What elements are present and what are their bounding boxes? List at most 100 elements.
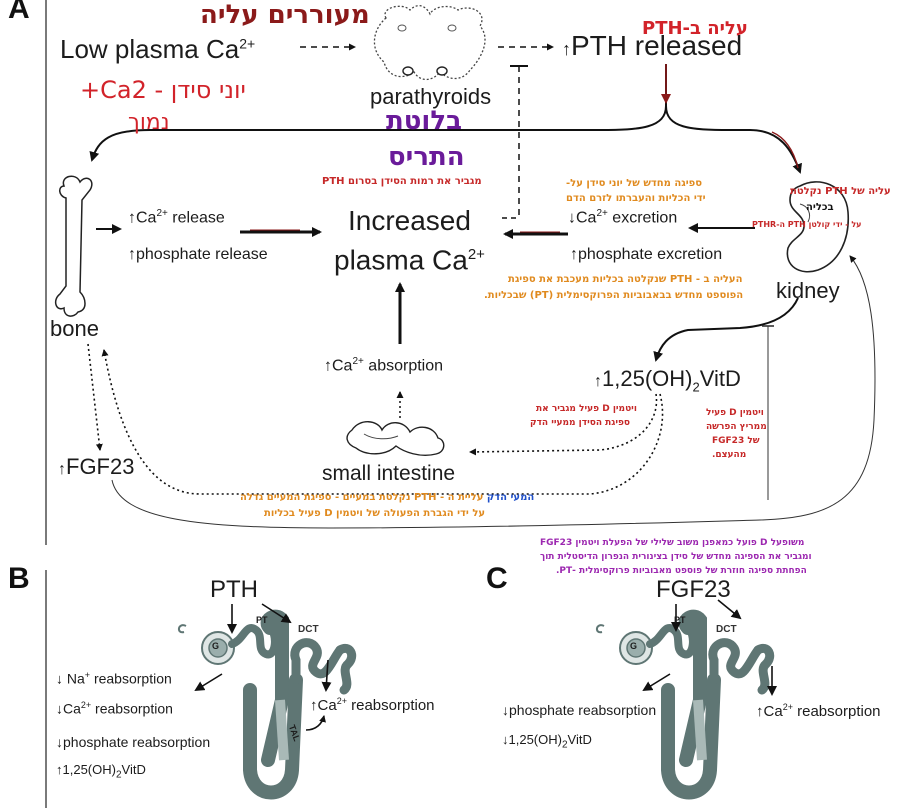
small-intestine-label: small intestine — [322, 462, 456, 485]
panel-b-letter: B — [8, 562, 30, 595]
c-vitd-sub: 2 — [561, 739, 568, 751]
increased-text: Increased — [347, 205, 471, 236]
ca-release-sup: 2+ — [156, 208, 168, 219]
c-ca-right-tail: reabsorption — [792, 703, 881, 720]
up-arrow-icon: ↑ — [56, 762, 63, 777]
up-arrow-icon: ↑ — [324, 357, 332, 375]
heb-thyroid: התריס — [388, 142, 465, 172]
b-ca-right-sup: 2+ — [336, 696, 347, 706]
heb-gland: בלוטת — [386, 106, 462, 136]
down-arrow-icon: ↓ — [56, 734, 63, 750]
c-vitd-tail: VitD — [567, 732, 592, 747]
panel-c-letter: C — [486, 562, 508, 595]
c-ca-reabsorption-right: ↑Ca2+ reabsorption — [756, 702, 881, 720]
ca-excretion-text: Ca — [576, 209, 597, 227]
fgf-arrow-dct — [717, 599, 742, 620]
heb-intestine-note-1: המעי הדק עליית ה - PTH נקלטת במעיים - ספ… — [240, 492, 534, 503]
vitd-text: 1,25(OH) — [602, 366, 693, 391]
heb-pth-kidney-2: בכליה — [806, 202, 834, 213]
branch-red-highlight — [771, 131, 799, 169]
heb-pth-raises-serum: PTH מגביר את רמות הסידן בסרום — [322, 176, 482, 187]
ca-release-label: ↑Ca2+ release — [128, 208, 225, 227]
vitd-tail: VitD — [699, 366, 741, 391]
down-arrow-icon: ↓ — [502, 702, 509, 718]
panel-c-g-label: G — [630, 641, 638, 651]
b-arrow-na — [194, 673, 223, 692]
b-ca-reabsorption-right: ↑Ca2+ reabsorption — [310, 696, 435, 714]
heb-vitd-fgf-3: של FGF23 — [712, 436, 760, 446]
heb-pth-kidney-1: עליה של PTH נקלטת — [790, 186, 891, 197]
bone-icon — [54, 175, 93, 317]
c-ca-right-text: Ca — [763, 703, 783, 720]
ca-absorption-text: Ca — [332, 357, 353, 375]
vitd-sub: 2 — [692, 379, 700, 395]
b-arrow-ca — [321, 659, 332, 692]
vitd-label: ↑1,25(OH)2VitD — [594, 366, 741, 394]
heb-intestine-note-2: על ידי הגברת הפעולה של ויטמין D פעיל בכל… — [264, 508, 486, 519]
b-vitd-sub: 2 — [115, 769, 122, 781]
b-ca-reabsorption: ↓Ca2+ reabsorption — [56, 700, 173, 717]
c-arrow-phosphate — [642, 673, 671, 692]
low-plasma-sup: 2+ — [239, 35, 256, 52]
parathyroid-gland-icon — [373, 4, 486, 81]
c-vitd-text: 1,25(OH) — [508, 732, 562, 747]
dotted-arrow-bone-to-fgf23 — [87, 343, 103, 451]
heb-ionized-ca-low: יוני סידן - Ca2+ — [80, 76, 246, 104]
b-phosphate-reabsorption: ↓phosphate reabsorption — [56, 734, 210, 750]
small-intestine-icon — [346, 421, 445, 456]
panel-b-g-label: G — [212, 641, 220, 651]
arrow-fgf23-to-kidney — [111, 255, 876, 529]
ca-release-text: Ca — [136, 209, 157, 227]
heb-rise-in-pth: עליה ב-PTH — [642, 18, 748, 39]
panel-c-hormone: FGF23 — [656, 576, 731, 603]
heb-activated-rise: מעוררים עליה — [200, 0, 370, 30]
ca-excretion-sup: 2+ — [596, 208, 608, 219]
pth-released-label: ↑PTH released — [562, 30, 742, 62]
plasma-ca-text: plasma Ca — [334, 244, 468, 276]
b-ca-tail: reabsorption — [91, 700, 173, 717]
ca-excretion-label: ↓Ca2+ excretion — [568, 208, 677, 227]
b-vitd-tail: VitD — [121, 762, 146, 777]
up-arrow-icon: ↑ — [594, 373, 602, 390]
arrow-kidney-to-vitd — [653, 297, 799, 362]
up-arrow-icon: ↑ — [128, 209, 136, 227]
b-na-reabsorption: ↓ Na+ reabsorption — [56, 670, 172, 687]
c-ca-right-sup: 2+ — [782, 702, 793, 712]
up-arrow-icon: ↑ — [310, 697, 318, 714]
plasma-ca-sup: 2+ — [467, 246, 485, 263]
ca-excretion-tail: excretion — [607, 209, 678, 227]
phosphate-release-label: ↑phosphate release — [128, 246, 268, 264]
panel-b-dct-label: DCT — [298, 624, 319, 635]
pth-released-text: PTH released — [571, 30, 743, 61]
panel-c-pt-label: PT — [674, 615, 686, 625]
ca-release-tail: release — [167, 209, 225, 227]
b-ca-right-tail: reabsorption — [346, 697, 435, 714]
b-phosphate-text: phosphate reabsorption — [63, 734, 211, 750]
heb-fgf23-note-3: הפחתת ספיגה חוזרת של פוספט מאבוביות פרוק… — [556, 566, 807, 576]
parathyroids-label: parathyroids — [370, 84, 492, 109]
heb-vitd-fgf-2: ממריץ הפרשה — [706, 422, 767, 432]
b-na-sup: + — [84, 670, 91, 680]
c-vitd: ↓1,25(OH)2VitD — [502, 732, 592, 751]
down-arrow-icon: ↓ — [568, 209, 576, 227]
phosphate-excretion-label: ↑phosphate excretion — [570, 246, 722, 264]
panel-b-hormone: PTH — [210, 576, 258, 603]
heb-vitd-intestine-2: ספיגת הסידן ממעיי הדק — [530, 418, 631, 428]
down-arrow-icon: ↓ — [56, 700, 63, 717]
heb-reabsorption-1: ספיגה מחדש של יוני סידן על- — [566, 178, 703, 189]
low-plasma-ca-label: Low plasma Ca2+ — [60, 34, 255, 65]
ca-absorption-sup: 2+ — [352, 356, 364, 367]
heb-phosphate-note-1: העליה ב - PTH שנקלטה בכליות מעכבת את ספי… — [508, 274, 743, 285]
ca-absorption-tail: absorption — [363, 357, 444, 375]
up-arrow-icon: ↑ — [756, 703, 764, 720]
heb-vitd-fgf-1: ויטמין D פעיל — [706, 408, 764, 418]
b-ca-sup: 2+ — [80, 700, 92, 710]
down-arrow-icon: ↓ — [56, 670, 63, 687]
fgf23-label: ↑FGF23 — [58, 454, 134, 480]
low-plasma-text: Low plasma Ca — [60, 34, 240, 64]
branch-arrow-to-kidney — [665, 105, 802, 174]
panel-b-pt-label: PT — [256, 615, 268, 625]
ca-absorption-label: ↑Ca2+ absorption — [324, 356, 443, 375]
c-phosphate-text: phosphate reabsorption — [509, 702, 657, 718]
